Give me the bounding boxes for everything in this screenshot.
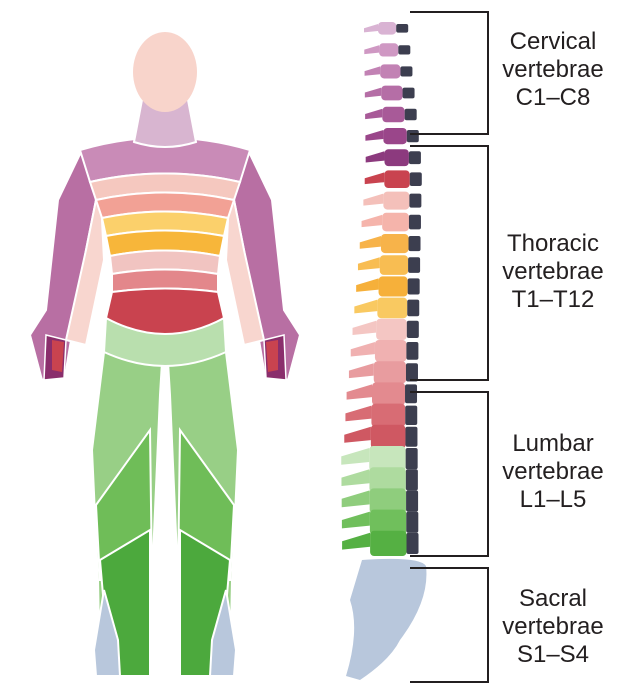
intervertebral-disc (406, 342, 418, 360)
vertebra-body (382, 213, 409, 232)
vertebra-process (347, 384, 372, 399)
vertebra-body (379, 276, 408, 296)
sacral-range: S1–S4 (478, 641, 624, 669)
vertebra-body (378, 22, 396, 35)
vertebra-process (364, 45, 379, 54)
vertebra-body (372, 382, 405, 405)
cervical-label: Cervical vertebrae C1–C8 (478, 28, 624, 112)
intervertebral-disc (406, 448, 418, 469)
intervertebral-disc (406, 512, 418, 533)
vertebra-body (370, 531, 406, 556)
vertebra-body (384, 170, 409, 188)
vertebra-process (356, 278, 378, 291)
vertebra-process (365, 109, 382, 119)
intervertebral-disc (407, 300, 419, 317)
intervertebral-disc (410, 172, 422, 186)
intervertebral-disc (406, 469, 418, 490)
head (133, 32, 197, 112)
intervertebral-disc (409, 236, 421, 251)
intervertebral-disc (408, 257, 420, 273)
lumbar-name: Lumbar (478, 430, 624, 458)
vertebra-process (341, 448, 369, 465)
body-figure (30, 32, 300, 676)
lumbar-label: Lumbar vertebrae L1–L5 (478, 430, 624, 514)
sacral-label: Sacral vertebrae S1–S4 (478, 585, 624, 669)
intervertebral-disc (409, 194, 421, 208)
intervertebral-disc (398, 45, 410, 54)
intervertebral-disc (400, 66, 412, 76)
vertebra-process (364, 24, 378, 32)
vertebra-body (381, 86, 402, 101)
thoracic-name: Thoracic (478, 230, 624, 258)
intervertebral-disc (405, 384, 417, 403)
vertebra-process (351, 342, 375, 357)
vertebra-body (371, 425, 406, 449)
vertebra-process (366, 151, 385, 162)
vertebra-body (383, 192, 409, 210)
vertebra-body (380, 255, 408, 275)
vertebra-process (360, 236, 381, 249)
vertebra-body (376, 319, 407, 340)
vertebra-body (375, 340, 406, 362)
right-palm (266, 340, 278, 372)
lumbar-range: L1–L5 (478, 486, 624, 514)
vertebra-body (383, 128, 406, 144)
vertebra-process (342, 512, 370, 529)
intervertebral-disc (407, 321, 419, 338)
intervertebral-disc (409, 215, 421, 230)
intervertebral-disc (406, 363, 418, 381)
vertebra-process (342, 490, 370, 507)
sacral-line2: vertebrae (478, 613, 624, 641)
bracket-lumbar (410, 392, 488, 556)
cervical-name: Cervical (478, 28, 624, 56)
vertebra-process (353, 321, 377, 335)
bracket-cervical (410, 12, 488, 134)
spine-figure (341, 22, 426, 680)
vertebra-body (380, 64, 400, 78)
vertebra-process (365, 88, 381, 98)
vertebra-body (371, 404, 405, 427)
left-palm (52, 340, 64, 372)
vertebra-process (344, 427, 371, 443)
vertebra-body (374, 361, 406, 383)
vertebra-process (365, 66, 381, 75)
intervertebral-disc (405, 109, 417, 120)
cervical-range: C1–C8 (478, 84, 624, 112)
cervical-line2: vertebrae (478, 56, 624, 84)
lumbar-line2: vertebrae (478, 458, 624, 486)
intervertebral-disc (405, 427, 417, 447)
intervertebral-disc (407, 130, 419, 142)
abdomen-band-3 (106, 289, 224, 335)
vertebra-process (345, 406, 371, 422)
vertebra-process (365, 130, 383, 141)
thoracic-range: T1–T12 (478, 286, 624, 314)
thoracic-label: Thoracic vertebrae T1–T12 (478, 230, 624, 314)
vertebra-body (377, 298, 407, 319)
vertebra-process (354, 300, 377, 314)
intervertebral-disc (408, 278, 420, 294)
intervertebral-disc (396, 24, 408, 33)
sacral-name: Sacral (478, 585, 624, 613)
intervertebral-disc (405, 406, 417, 425)
vertebra-body (384, 149, 408, 166)
vertebra-body (379, 43, 398, 56)
vertebra-process (362, 215, 383, 227)
thoracic-line2: vertebrae (478, 258, 624, 286)
intervertebral-disc (406, 490, 418, 511)
sacrum (346, 559, 426, 680)
vertebra-process (365, 172, 385, 184)
intervertebral-disc (407, 533, 419, 554)
vertebra-body (382, 107, 404, 122)
intervertebral-disc (409, 151, 421, 164)
vertebra-process (342, 533, 370, 550)
vertebra-process (358, 257, 380, 270)
vertebra-process (341, 469, 369, 486)
intervertebral-disc (403, 88, 415, 99)
vertebra-process (349, 363, 374, 378)
vertebra-process (363, 194, 383, 206)
vertebra-body (381, 234, 409, 253)
